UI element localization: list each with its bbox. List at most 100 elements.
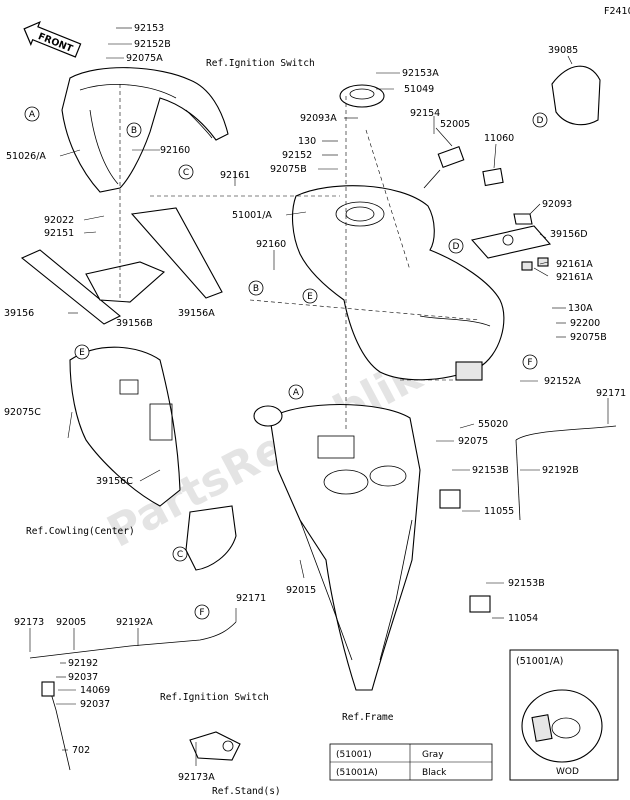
part-label: 92200: [570, 318, 600, 329]
part-label: 92075B: [570, 332, 607, 343]
part-label: 39156: [4, 308, 34, 319]
svg-text:F: F: [199, 608, 204, 618]
connector-14069-part: [41, 681, 55, 697]
part-label: 702: [72, 745, 90, 756]
color-row-2-color: Black: [422, 768, 447, 778]
svg-text:D: D: [537, 116, 544, 126]
inset-title: (51001/A): [516, 656, 563, 667]
drain-hose-702-part: [49, 689, 71, 771]
callout-b-mid: B: [248, 280, 264, 296]
part-label: 92161: [220, 170, 250, 181]
svg-text:B: B: [131, 126, 137, 136]
callout-e-mid: E: [302, 288, 318, 304]
svg-text:D: D: [453, 242, 460, 252]
part-label: 92093A: [300, 113, 337, 124]
rear-cover-39085-part: [551, 65, 601, 126]
part-label: 130A: [568, 303, 593, 314]
color-row-1-code: (51001): [336, 750, 372, 760]
ref-frame: Ref.Frame: [342, 712, 394, 723]
part-label: 92154: [410, 108, 440, 119]
part-label: 92192B: [542, 465, 579, 476]
bracket-11054-part: [469, 595, 491, 613]
svg-text:A: A: [29, 110, 36, 120]
gasket-part: [482, 167, 504, 187]
leader-lines: [29, 27, 609, 766]
part-label: 39156B: [116, 318, 153, 329]
rubber-mounts-part: [521, 257, 549, 271]
part-label: 51026/A: [6, 151, 46, 162]
fuel-pump-part: [423, 145, 465, 189]
part-label: 39156A: [178, 308, 215, 319]
fuel-cap-part: [339, 84, 385, 108]
svg-text:C: C: [183, 168, 189, 178]
part-label: 92037: [80, 699, 110, 710]
part-label: 39156C: [96, 476, 133, 487]
part-label: 92171: [596, 388, 626, 399]
part-label: 92173A: [178, 772, 215, 783]
svg-text:E: E: [79, 348, 85, 358]
part-label: 92075: [458, 436, 488, 447]
part-label: 92152A: [544, 376, 581, 387]
part-label: 11060: [484, 133, 514, 144]
part-label: 92160: [160, 145, 190, 156]
svg-text:F: F: [527, 358, 532, 368]
part-label: 92171: [236, 593, 266, 604]
cowling-center-part: [185, 505, 237, 571]
side-cover-39156C-part: [69, 346, 181, 507]
svg-text:B: B: [253, 284, 259, 294]
svg-text:E: E: [307, 292, 313, 302]
ref-ignition-switch-top: Ref.Ignition Switch: [206, 58, 315, 69]
part-label: 92161A: [556, 259, 593, 270]
callout-c-top: C: [178, 164, 194, 180]
bracket-11055-part: [439, 489, 461, 509]
part-label: 92160: [256, 239, 286, 250]
fuel-tank-part: [291, 185, 505, 381]
part-label: 92153B: [472, 465, 509, 476]
part-label: 92192A: [116, 617, 153, 628]
part-label: 39156D: [550, 229, 588, 240]
callout-d-tank: D: [448, 238, 464, 254]
part-label: 14069: [80, 685, 110, 696]
part-labels: 92153 92152B 92075A 51026/A 92160 92022 …: [4, 23, 626, 783]
callout-b-top: B: [126, 122, 142, 138]
callout-d-right: D: [532, 112, 548, 128]
part-label: 92075C: [4, 407, 41, 418]
callout-f-right: F: [522, 354, 538, 370]
color-table: (51001) Gray (51001A) Black: [329, 743, 493, 781]
color-row-1-color: Gray: [422, 750, 444, 760]
part-label: 11054: [508, 613, 538, 624]
front-arrow-icon: FRONT: [23, 21, 82, 58]
callout-f-bottom: F: [194, 604, 210, 620]
part-label: 92192: [68, 658, 98, 669]
inset-box: (51001/A) WOD: [509, 649, 619, 781]
part-label: 11055: [484, 506, 514, 517]
part-label: 92037: [68, 672, 98, 683]
part-label: 52005: [440, 119, 470, 130]
part-label: 92173: [14, 617, 44, 628]
callout-e-left: E: [74, 344, 90, 360]
color-row-2-code: (51001A): [336, 768, 378, 778]
part-label: 39085: [548, 45, 578, 56]
part-label: 92153B: [508, 578, 545, 589]
svg-text:A: A: [293, 388, 300, 398]
part-label: 92152: [282, 150, 312, 161]
pad-39156A-part: [130, 207, 223, 299]
drain-hose-part: [29, 621, 237, 659]
part-label: 92153A: [402, 68, 439, 79]
part-label: 51001/A: [232, 210, 272, 221]
tank-cover-part: [61, 67, 229, 193]
callout-a-top: A: [24, 106, 40, 122]
part-label: 92075B: [270, 164, 307, 175]
callouts: A B C D E F D B E A F C: [24, 106, 548, 620]
svg-text:C: C: [177, 550, 183, 560]
part-label: 92152B: [134, 39, 171, 50]
pad-39156-part: [20, 249, 122, 325]
frame-part: [253, 404, 421, 691]
drawing-code: F2410: [604, 6, 630, 17]
ref-ignition-switch-bottom: Ref.Ignition Switch: [160, 692, 269, 703]
part-label: 92151: [44, 228, 74, 239]
hose-92192B-lower-part: [515, 439, 521, 521]
pad-39156B-part: [85, 261, 166, 303]
part-label: 92022: [44, 215, 74, 226]
